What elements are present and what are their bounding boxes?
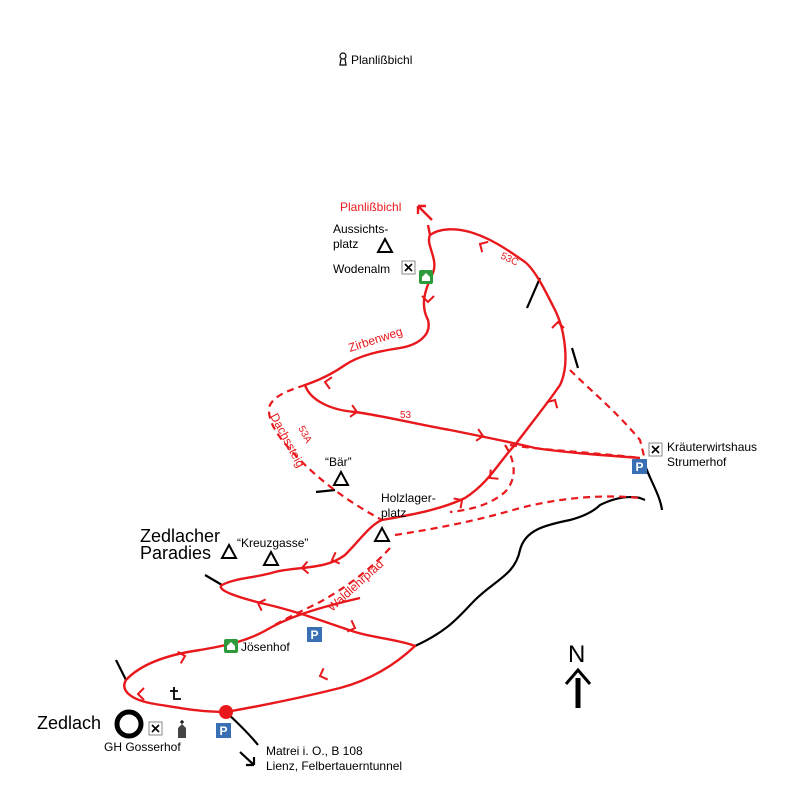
- crossed-cutlery-icon: [148, 721, 163, 736]
- direction-arrow-icon: [137, 687, 145, 701]
- red-start-dot-icon: [219, 705, 233, 719]
- place-kreuzgasse: “Kreuzgasse”: [237, 536, 309, 550]
- place-wodenalm: Wodenalm: [333, 262, 391, 276]
- dashed-routes: [267, 369, 647, 629]
- triangle-summit-icon: [373, 525, 391, 542]
- parking-markers: P P P: [216, 459, 647, 738]
- place-matrei-lienz: Matrei i. O., B 108 Lienz, Felbertauernt…: [266, 744, 403, 773]
- north-arrow-icon: [564, 667, 592, 708]
- route-53c-dashed: [569, 369, 647, 461]
- summit-markers: [220, 236, 394, 566]
- village-circle-icon: [114, 709, 144, 739]
- place-aussichtsplatz: Aussichts- platz: [333, 222, 389, 251]
- road-stub-53c-2: [570, 347, 580, 369]
- place-planlissbichl-route: Planlißbichl: [340, 200, 402, 214]
- road-stub-paradies: [204, 574, 223, 586]
- road-stub-53c: [525, 277, 542, 309]
- restaurant-markers: [148, 260, 663, 736]
- place-zedlacher-paradies: Zedlacher Paradies: [140, 526, 221, 563]
- route-wodenalm-branch: [426, 224, 432, 236]
- parking-p-icon: P: [632, 459, 647, 474]
- crossed-cutlery-icon: [648, 442, 663, 457]
- route-label-zirbenweg: Zirbenweg: [347, 324, 405, 355]
- route-loop-west: [125, 596, 361, 681]
- north-label: N: [568, 641, 585, 668]
- route-label-waldlehrpfad: Waldlehrpfad: [325, 557, 387, 614]
- road-to-strumerhof: [643, 464, 664, 511]
- green-hut-icon: [224, 639, 238, 653]
- place-zedlach: Zedlach: [37, 713, 102, 733]
- triangle-summit-icon: [376, 236, 394, 253]
- church-icon: [178, 720, 186, 738]
- route-label-53a: 53A: [295, 424, 313, 445]
- route-holzlager-loop-dashed: [449, 444, 515, 514]
- route-53-east-dashed: [509, 443, 641, 460]
- route-label-53c: 53C: [499, 251, 520, 269]
- parking-label: P: [220, 724, 228, 738]
- triangle-summit-icon: [332, 469, 350, 486]
- route-loop-south: [123, 228, 567, 714]
- place-joesenhof: Jösenhof: [241, 640, 290, 654]
- place-planlissbichl-top: Planlißbichl: [351, 53, 413, 67]
- matrei-direction-arrow: [239, 751, 256, 767]
- wayside-cross-icon: [170, 687, 181, 700]
- place-holzlagerplatz: Holzlager- platz: [381, 491, 436, 520]
- route-dachssteig-dashed: [267, 383, 383, 521]
- parking-label: P: [311, 628, 319, 642]
- green-hut-icon: [419, 270, 433, 284]
- road-stub-west: [115, 659, 127, 681]
- route-label-53: 53: [400, 410, 412, 421]
- parking-p-icon: P: [307, 627, 322, 642]
- route-holzlager-east-dashed: [394, 495, 641, 537]
- direction-arrow-icon: [551, 321, 565, 329]
- keyhole-viewpoint-icon: [339, 52, 347, 66]
- direction-arrow-icon: [316, 667, 329, 683]
- place-baer: “Bär”: [325, 455, 352, 469]
- triangle-summit-icon: [262, 549, 280, 566]
- place-kraeuterwirtshaus-strumerhof: Kräuterwirtshaus Strumerhof: [667, 440, 758, 469]
- direction-arrow-icon: [476, 237, 490, 254]
- planlissbichl-arrow: [416, 204, 433, 221]
- direction-arrows: [137, 237, 565, 701]
- route-waldlehrpfad-dashed: [269, 547, 391, 629]
- hut-markers: [224, 270, 433, 653]
- hiking-routes: [123, 224, 641, 714]
- triangle-summit-icon: [220, 542, 238, 559]
- parking-p-icon: P: [216, 723, 231, 738]
- route-zirbenweg: [303, 234, 641, 460]
- parking-label: P: [636, 460, 644, 474]
- road-stub-baer: [315, 488, 336, 494]
- crossed-cutlery-icon: [401, 260, 416, 275]
- place-gh-gosserhof: GH Gosserhof: [104, 740, 181, 754]
- main-road: [414, 496, 646, 648]
